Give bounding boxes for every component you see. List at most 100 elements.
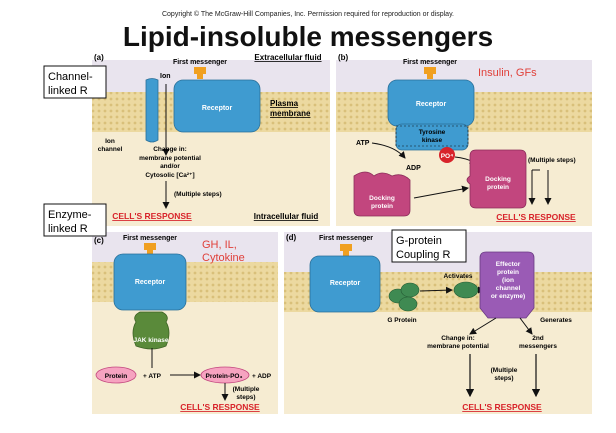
protein-substrate <box>95 366 137 384</box>
g-protein-gamma <box>398 296 418 312</box>
ion-channel <box>145 78 159 143</box>
panel-d-multiple-steps-2: steps) <box>494 375 513 382</box>
panel-d-messenger <box>340 244 352 251</box>
panel-d-messenger-stem <box>343 250 349 256</box>
callout-gh-line-1: GH, IL, <box>202 239 237 251</box>
callout-enzyme-line-2: linked R <box>48 223 88 235</box>
panel-c: (c) First messenger Receptor JAK kinase … <box>92 232 278 414</box>
panel-d-first-messenger: First messenger <box>319 235 373 242</box>
panel-b-messenger-stem <box>427 73 433 79</box>
panel-a-letter: (a) <box>94 53 104 62</box>
callout-channel-line-1: Channel- <box>48 71 93 83</box>
plasma-membrane-label-2: membrane <box>270 109 311 118</box>
activated-g-protein <box>453 281 479 299</box>
ion-label: Ion <box>160 73 171 80</box>
ion-channel-label: Ion <box>105 138 115 145</box>
intracellular-fluid-label: Intracellular fluid <box>254 212 319 221</box>
first-messenger-stem <box>197 73 203 79</box>
panel-a: (a) First messenger Extracellular fluid … <box>92 53 330 226</box>
panel-b-messenger <box>424 67 436 74</box>
kinase-label: kinase <box>422 137 443 144</box>
panel-c-multiple-steps: (Multiple <box>233 386 260 393</box>
panel-d-receptor-label: Receptor <box>330 280 361 287</box>
panel-d-change-in: Change in: <box>441 335 475 342</box>
g-protein-beta <box>400 282 420 298</box>
docking-protein-left-label: Docking <box>369 195 395 202</box>
effector-label-4: channel <box>496 285 521 292</box>
docking-protein-left <box>353 171 411 217</box>
effector-label-2: protein <box>497 269 519 276</box>
panel-b: (b) First messenger Receptor Tyrosine ki… <box>336 53 592 226</box>
callout-insulin: Insulin, GFs <box>478 67 537 79</box>
ion-channel-label-2: channel <box>98 146 123 153</box>
and-or-label: and/or <box>160 163 180 170</box>
callout-g-protein: G-protein Coupling R <box>391 229 467 263</box>
panel-d-membrane-potential: membrane potential <box>427 343 489 350</box>
callout-enzyme-box <box>43 203 107 237</box>
callout-channel-linked: Channel- linked R <box>43 65 107 99</box>
panel-c-cell-response: CELL'S RESPONSE <box>180 402 260 412</box>
panel-c-messenger <box>144 243 156 250</box>
panel-d-cytosol <box>284 312 592 414</box>
docking-protein-left-label-2: protein <box>371 203 393 210</box>
docking-link-arrow <box>413 185 469 199</box>
protein-label: Protein <box>105 373 127 380</box>
jak-kinase <box>132 311 170 350</box>
tyrosine-label: Tyrosine <box>419 129 446 136</box>
protein-po3-label: Protein-PO₃ <box>206 373 243 380</box>
second-messengers-label: 2nd <box>532 335 544 342</box>
effector-protein <box>479 251 535 319</box>
callout-channel-line-2: linked R <box>48 85 88 97</box>
panel-d: (d) First messenger Receptor G Protein A… <box>284 232 592 414</box>
panel-a-first-messenger: First messenger <box>173 59 227 66</box>
tyrosine-kinase-box <box>395 125 469 147</box>
effector-label-5: or enzyme) <box>491 293 525 300</box>
panel-d-letter: (d) <box>286 233 297 242</box>
panel-d-multiple-steps: (Multiple <box>491 367 518 374</box>
plus-atp-label: + ATP <box>143 373 162 380</box>
callout-channel-box <box>43 65 107 99</box>
panel-c-letter: (c) <box>94 236 104 245</box>
first-messenger-molecule <box>194 67 206 74</box>
callout-g-protein-line-1: G-protein <box>396 235 442 247</box>
callout-enzyme-linked: Enzyme- linked R <box>43 203 107 237</box>
callout-g-protein-box <box>391 229 467 263</box>
panel-b-receptor-label: Receptor <box>416 101 447 108</box>
extracellular-fluid-label: Extracellular fluid <box>254 53 321 62</box>
panel-a-multiple-steps: (Multiple steps) <box>174 191 222 198</box>
jak-kinase-label: JAK kinase <box>133 337 168 344</box>
panel-c-receptor <box>113 253 187 311</box>
atp-to-kinase-arrow <box>371 142 406 159</box>
panel-a-cytosol <box>92 132 330 226</box>
panel-c-first-messenger: First messenger <box>123 235 177 242</box>
membrane-potential-label: membrane potential <box>139 155 201 162</box>
change-in-label: Change in: <box>153 146 187 153</box>
panel-b-cell-response: CELL'S RESPONSE <box>496 212 576 222</box>
g-protein-activation-arrow <box>419 286 453 294</box>
panel-c-receptor-label: Receptor <box>135 279 166 286</box>
docking-protein-right-label: Docking <box>485 176 511 183</box>
copyright-notice: Copyright © The McGraw-Hill Companies, I… <box>162 10 454 18</box>
panel-a-receptor <box>173 79 261 133</box>
callout-gh-line-2: Cytokine <box>202 252 245 264</box>
plasma-membrane-label: Plasma <box>270 99 299 108</box>
panel-b-first-messenger: First messenger <box>403 59 457 66</box>
activates-label: Activates <box>444 273 473 280</box>
effector-generates-arrow <box>519 317 533 335</box>
docking-protein-right <box>466 149 527 209</box>
effector-label-3: (ion <box>502 277 514 284</box>
panel-b-multiple-steps: (Multiple steps) <box>528 157 576 164</box>
callout-enzyme-line-1: Enzyme- <box>48 209 92 221</box>
panel-c-multiple-steps-2: steps) <box>236 394 255 401</box>
effector-label-1: Effector <box>496 261 521 268</box>
panel-c-messenger-stem <box>147 249 153 255</box>
adp-label: ADP <box>406 165 421 172</box>
g-protein-label: G Protein <box>387 317 416 324</box>
generates-label: Generates <box>540 317 572 324</box>
panel-a-receptor-label: Receptor <box>202 105 233 112</box>
panel-d-receptor <box>309 255 381 313</box>
second-messengers-label-2: messengers <box>519 343 557 350</box>
panel-c-cytosol <box>92 302 278 414</box>
panel-d-cell-response: CELL'S RESPONSE <box>462 402 542 412</box>
